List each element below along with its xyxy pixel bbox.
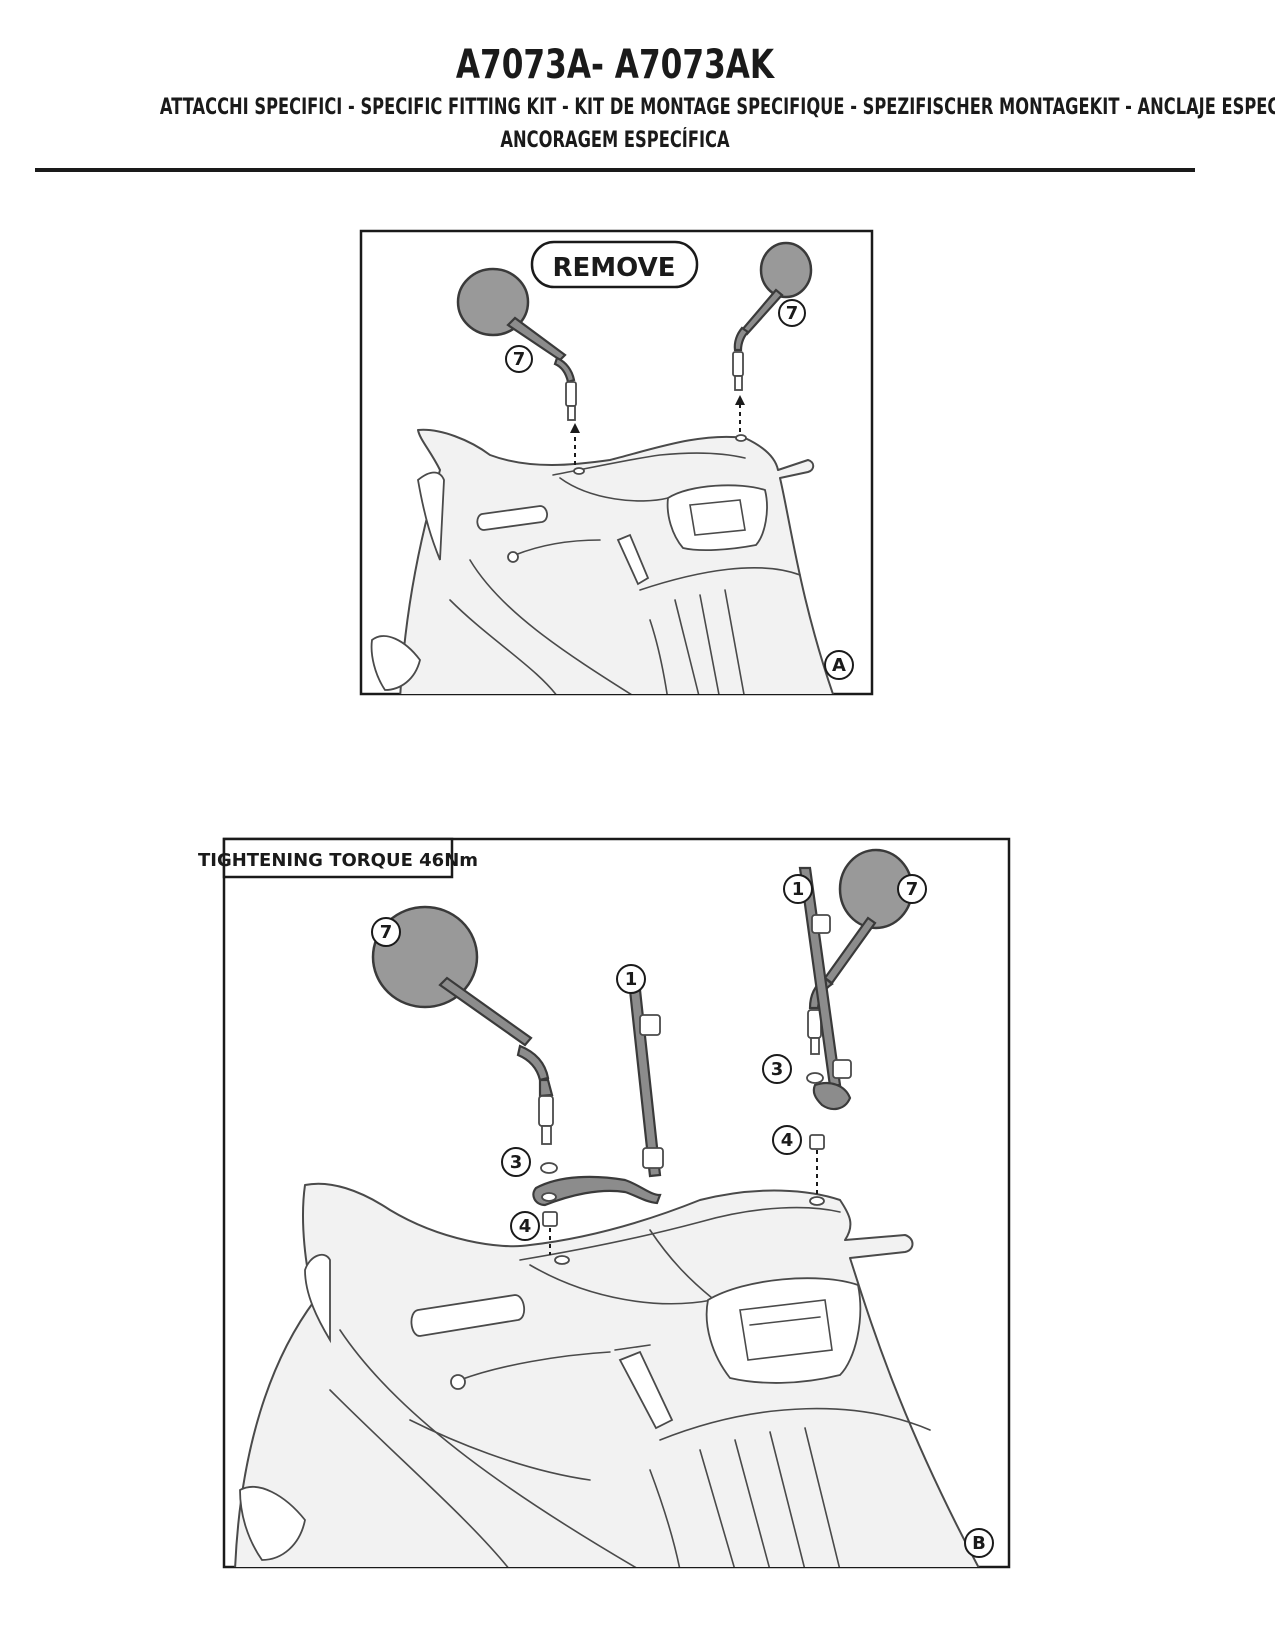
part-badge-4: 4 bbox=[510, 1211, 540, 1241]
figure-b: TIGHTENING TORQUE 46Nm 7 1 3 4 1 7 3 4 B bbox=[198, 837, 1011, 1569]
part-badge-1: 1 bbox=[616, 964, 646, 994]
svg-text:7: 7 bbox=[380, 922, 393, 943]
torque-label-box bbox=[222, 837, 454, 879]
figure-a-right-mirror bbox=[732, 241, 813, 391]
svg-text:B: B bbox=[972, 1533, 986, 1554]
part-badge-7: 7 bbox=[371, 917, 401, 947]
document-subtitle-line-2: ANCORAGEM ESPECÍFICA bbox=[500, 128, 730, 153]
part-badge-3: 3 bbox=[762, 1054, 792, 1084]
part-badge-7: 7 bbox=[778, 299, 806, 327]
torque-label: TIGHTENING TORQUE 46Nm bbox=[198, 850, 478, 871]
figure-a-left-mirror bbox=[456, 267, 577, 421]
svg-text:4: 4 bbox=[781, 1130, 794, 1151]
svg-text:7: 7 bbox=[906, 879, 919, 900]
figure-b-scooter-front bbox=[234, 1182, 980, 1567]
part-badge-7: 7 bbox=[897, 874, 927, 904]
figure-b-right-bracket bbox=[798, 866, 852, 1111]
figure-b-left-bracket bbox=[532, 988, 664, 1207]
step-badge-a: A bbox=[824, 650, 854, 680]
part-badge-4: 4 bbox=[772, 1125, 802, 1155]
part-badge-3: 3 bbox=[501, 1147, 531, 1177]
part-badge-1: 1 bbox=[783, 874, 813, 904]
remove-label: REMOVE bbox=[553, 253, 676, 283]
svg-text:A: A bbox=[832, 655, 846, 676]
svg-text:3: 3 bbox=[510, 1152, 523, 1173]
figure-a: REMOVE 7 7 A bbox=[359, 229, 874, 696]
document-title: A7073A- A7073AK bbox=[455, 42, 775, 88]
svg-text:3: 3 bbox=[771, 1059, 784, 1080]
step-badge-b: B bbox=[964, 1528, 994, 1558]
svg-text:1: 1 bbox=[792, 879, 805, 900]
remove-label-box bbox=[530, 240, 699, 289]
washer-part-3-left bbox=[540, 1162, 558, 1174]
figure-a-scooter-front bbox=[370, 428, 835, 694]
nut-part-4-right bbox=[809, 1134, 825, 1150]
header-divider bbox=[35, 168, 1195, 172]
svg-text:4: 4 bbox=[519, 1216, 532, 1237]
svg-text:7: 7 bbox=[513, 349, 526, 370]
svg-text:7: 7 bbox=[786, 303, 799, 324]
washer-part-3-right bbox=[806, 1072, 824, 1084]
part-badge-7: 7 bbox=[505, 345, 533, 373]
svg-text:1: 1 bbox=[625, 969, 638, 990]
nut-part-4-left bbox=[542, 1211, 558, 1227]
